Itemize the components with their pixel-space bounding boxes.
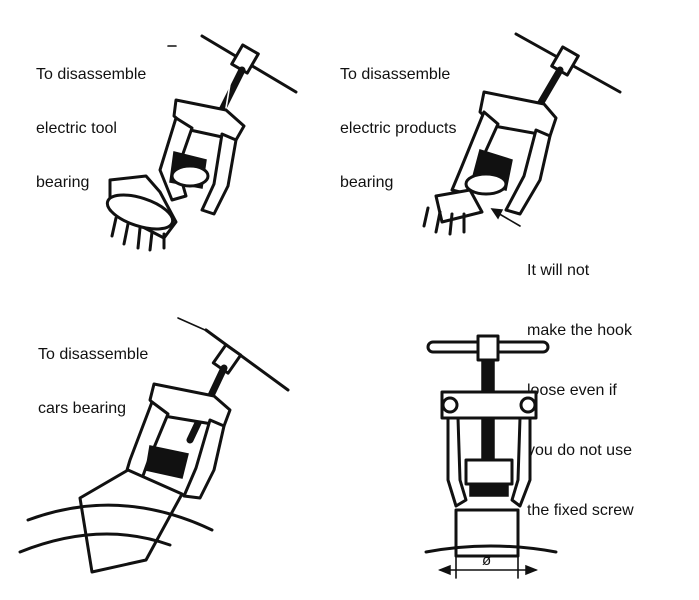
- puller-arm: [200, 132, 238, 216]
- caption-line: To disassemble: [38, 346, 149, 363]
- leader-line: [177, 317, 206, 331]
- bearing: [464, 458, 514, 486]
- caption-line: bearing: [36, 174, 90, 191]
- puller-arm: [182, 418, 226, 500]
- caption-line: electric products: [340, 120, 457, 137]
- workpiece: [434, 188, 484, 224]
- shaft: [454, 508, 520, 558]
- arrow-head-icon: [490, 208, 504, 220]
- caption-electric-tool: To disassemble electric tool bearing: [36, 30, 146, 228]
- note-line: the fixed screw: [527, 502, 634, 519]
- puller-figure-front-view: [424, 334, 558, 579]
- handle-hub: [476, 334, 500, 362]
- axle: [78, 468, 184, 574]
- caption-line: To disassemble: [340, 66, 451, 83]
- note-line: make the hook: [527, 322, 632, 339]
- t-handle: [204, 328, 290, 392]
- bearing: [145, 445, 189, 479]
- caption-electric-products: To disassemble electric products bearing: [340, 30, 457, 228]
- caption-line: cars bearing: [38, 400, 127, 417]
- puller-arm: [446, 416, 468, 508]
- puller-figure-electric-products: [422, 32, 622, 236]
- puller-arm: [504, 128, 552, 216]
- caption-line: To disassemble: [36, 66, 147, 83]
- caption-line: bearing: [340, 174, 394, 191]
- note-line: It will not: [527, 262, 590, 279]
- note-line: you do not use: [527, 442, 632, 459]
- caption-line: electric tool: [36, 120, 117, 137]
- caption-cars: To disassemble cars bearing: [38, 310, 148, 454]
- puller-arm: [510, 416, 532, 508]
- diameter-label: ø: [482, 552, 492, 569]
- hook-note: It will not make the hook loose even if …: [527, 221, 634, 561]
- puller-figure-cars: [18, 328, 290, 574]
- puller-figure-electric-tool: [105, 34, 298, 252]
